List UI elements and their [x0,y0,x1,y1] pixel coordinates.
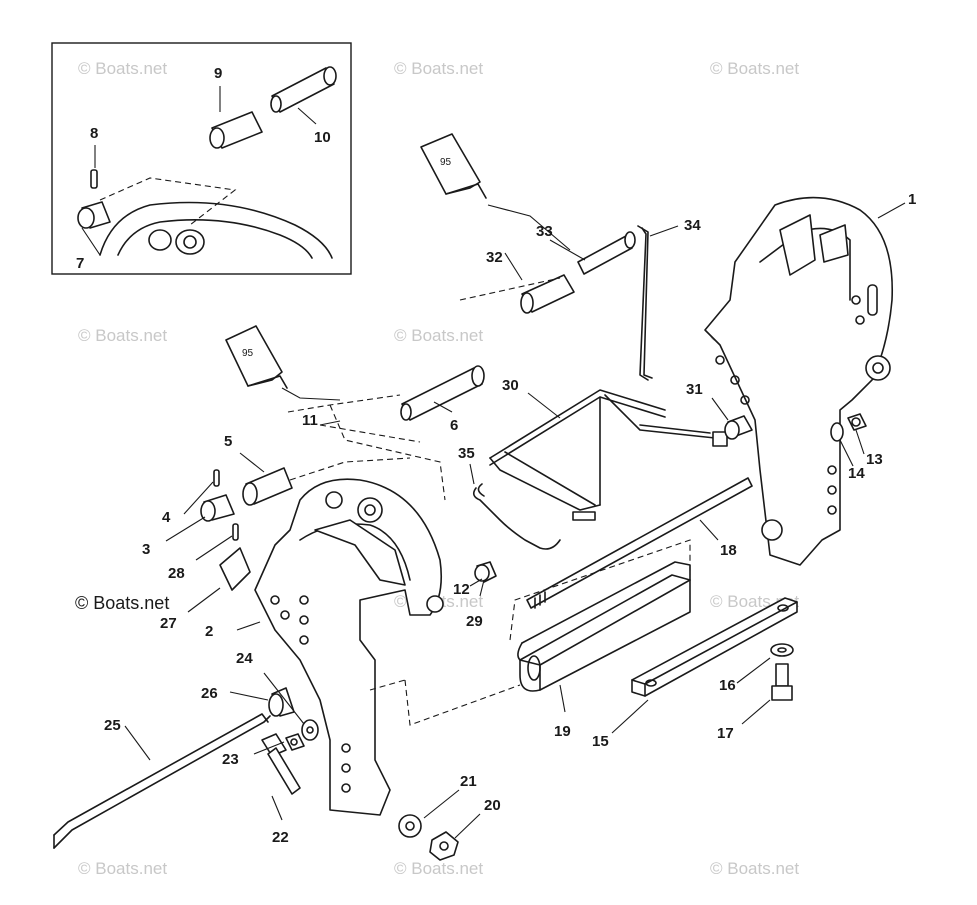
bolt-17 [771,663,793,701]
lubricant-tube-upper: 95 [420,133,487,199]
callout-12: 12 [453,581,470,598]
callout-1: 1 [908,191,916,208]
pin-33 [577,231,636,275]
wire-rod-34 [637,225,653,381]
through-rod [526,477,753,609]
callout-6: 6 [450,417,458,434]
callout-18: 18 [720,542,737,559]
inset-frame [51,42,352,275]
washer-16 [770,643,794,657]
clamp-bracket-port [254,478,444,816]
svg-text:95: 95 [440,157,452,168]
knob-26 [268,687,295,717]
callout-2: 2 [205,623,213,640]
watermark: © Boats.net [710,59,799,78]
bolt-22 [261,733,301,795]
callout-22: 22 [272,829,289,846]
nut-13 [847,413,867,431]
clamp-bracket-starboard [704,196,894,566]
pin-6 [400,365,485,421]
callout-27: 27 [160,615,177,632]
washer-21 [398,814,422,838]
watermark: © Boats.net [78,326,167,345]
guide-line [369,679,406,691]
flat-bar [631,597,798,697]
callout-30: 30 [502,377,519,394]
watermark: © Boats.net [394,859,483,878]
sleeve-32 [520,274,575,314]
callout-10: 10 [314,129,331,146]
pin-28 [232,523,239,541]
callout-16: 16 [719,677,736,694]
inset-detail [77,66,337,259]
callout-15: 15 [592,733,609,750]
guide-line [509,539,691,641]
callout-4: 4 [162,509,171,526]
sleeve-5 [242,467,293,506]
guide-line [329,404,446,501]
callout-23: 23 [222,751,239,768]
callout-19: 19 [554,723,571,740]
callout-34: 34 [684,217,701,234]
watermark: © Boats.net [75,593,169,613]
callout-35: 35 [458,445,475,462]
washer-14 [830,422,844,442]
callout-7: 7 [76,255,84,272]
callout-5: 5 [224,433,232,450]
washer-24 [301,719,319,741]
callout-17: 17 [717,725,734,742]
callout-32: 32 [486,249,503,266]
lever-27 [219,547,251,591]
callout-25: 25 [104,717,121,734]
callout-9: 9 [214,65,222,82]
guide-line [459,277,561,301]
watermark: © Boats.net [710,859,799,878]
callout-8: 8 [90,125,98,142]
nut-12 [474,561,497,583]
callout-31: 31 [686,381,703,398]
guide-line [404,679,521,726]
callout-29: 29 [466,613,483,630]
leader-lines [81,86,906,839]
callout-33: 33 [536,223,553,240]
guide-line [319,424,421,443]
watermark: © Boats.net [78,859,167,878]
nut-20 [429,831,459,861]
lever-rod-25 [53,713,271,849]
guide-line [287,394,401,413]
callout-3: 3 [142,541,150,558]
watermark: © Boats.net [78,59,167,78]
callout-11: 11 [302,412,318,429]
spring-35 [472,483,561,550]
callout-21: 21 [460,773,477,790]
pin-4 [213,469,220,487]
tilt-lock-frame [489,389,728,521]
guide-line [289,457,411,481]
bushing-3 [200,494,235,522]
nut-23 [285,733,305,751]
callout-20: 20 [484,797,501,814]
callout-28: 28 [168,565,185,582]
callout-14: 14 [848,465,865,482]
callout-13: 13 [866,451,883,468]
svg-text:95: 95 [242,348,254,359]
bushing-31 [724,415,753,440]
callout-24: 24 [236,650,253,667]
watermark: © Boats.net [394,326,483,345]
lubricant-tube-lower: 95 [225,325,288,389]
callout-26: 26 [201,685,218,702]
support-bar [517,561,691,692]
watermark: © Boats.net [394,59,483,78]
